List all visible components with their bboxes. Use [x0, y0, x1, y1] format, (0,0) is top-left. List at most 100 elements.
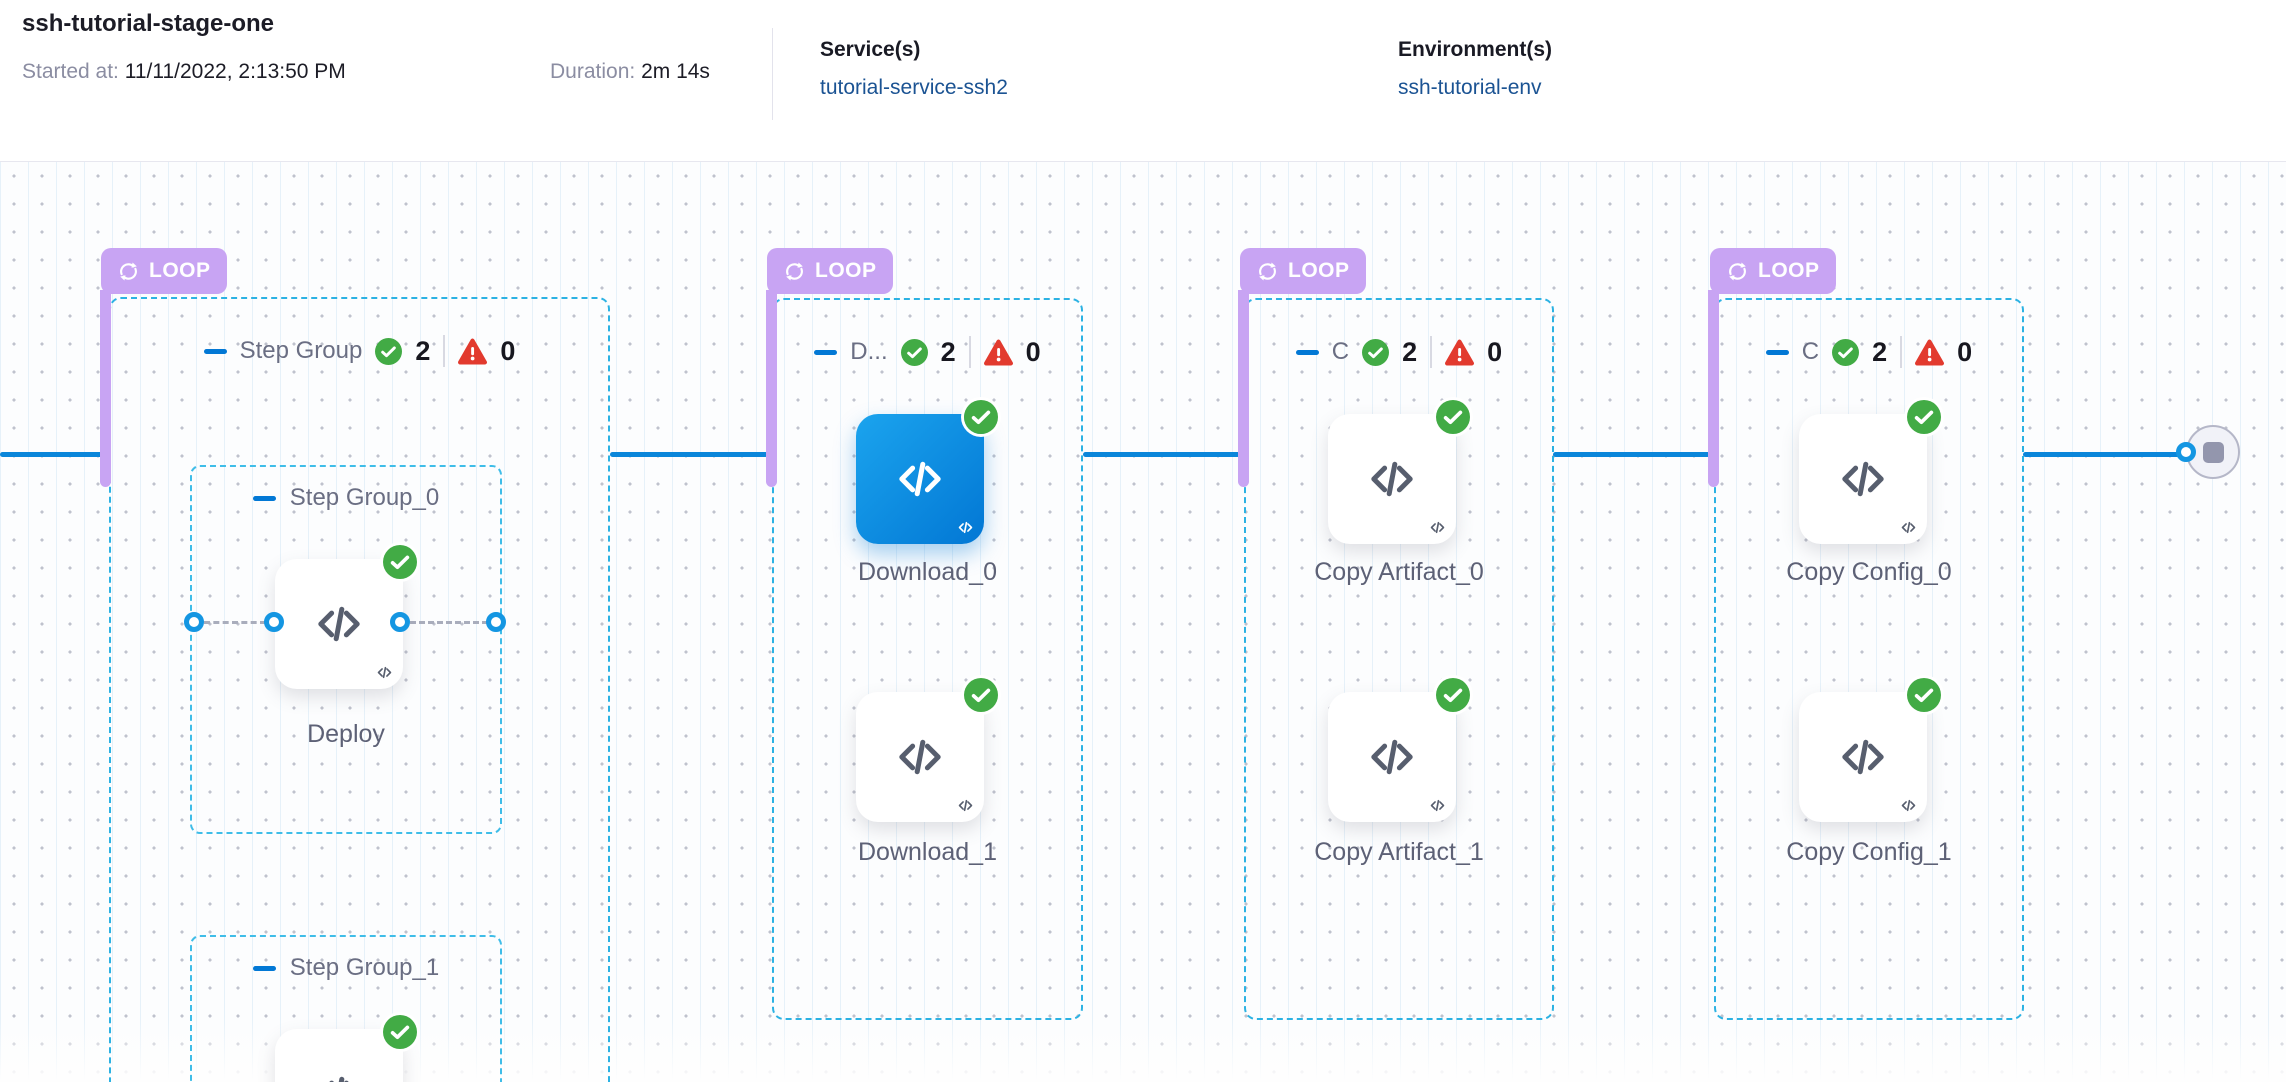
- step-node[interactable]: [275, 1015, 417, 1082]
- warning-icon: [1915, 339, 1945, 365]
- collapse-icon[interactable]: [252, 495, 276, 501]
- code-icon-slot: [894, 453, 946, 505]
- port-handle: [264, 612, 284, 632]
- collapse-icon[interactable]: [1295, 349, 1319, 355]
- service-link[interactable]: tutorial-service-ssh2: [820, 76, 1008, 99]
- inner-step-group[interactable]: Step Group_0 Depl: [184, 465, 506, 834]
- step-node-copy-artifact-1[interactable]: [1328, 678, 1470, 822]
- check-icon: [1436, 400, 1470, 434]
- check-icon: [900, 338, 928, 366]
- success-badge: [1436, 678, 1470, 712]
- collapse-icon[interactable]: [203, 348, 227, 354]
- step-node-deploy[interactable]: [275, 545, 417, 689]
- code-icon: [318, 606, 360, 642]
- check-icon: [383, 1015, 417, 1049]
- loop-bar: [1238, 290, 1249, 487]
- port-handle: [390, 612, 410, 632]
- code-icon-slot: [313, 598, 365, 650]
- check-icon: [1362, 338, 1390, 366]
- count-divider: [1430, 336, 1433, 368]
- pipeline-canvas[interactable]: LOOP Step Group 2 0 Step Group_0: [0, 162, 2286, 1082]
- duration-value: 2m 14s: [641, 60, 710, 83]
- step-node-download-0[interactable]: [856, 400, 998, 544]
- environments-column: Environment(s) ssh-tutorial-env: [1398, 38, 1552, 100]
- step-group-container[interactable]: C 2 0: [1714, 298, 2024, 1020]
- loop-badge-label: LOOP: [149, 259, 211, 282]
- loop-badge: LOOP: [1710, 248, 1836, 294]
- code-icon: [377, 666, 392, 679]
- collapse-icon[interactable]: [252, 965, 276, 971]
- loop-badge-label: LOOP: [1288, 259, 1350, 282]
- check-icon: [1832, 338, 1860, 366]
- failed-count: 0: [1957, 336, 1973, 367]
- check-icon: [375, 337, 403, 365]
- inner-group-title: Step Group_0: [289, 484, 440, 511]
- step-node-copy-config-1[interactable]: [1799, 678, 1941, 822]
- loop-badge: LOOP: [101, 248, 227, 294]
- environments-label: Environment(s): [1398, 38, 1553, 61]
- collapse-icon[interactable]: [814, 349, 838, 355]
- group-title: C: [1331, 338, 1350, 365]
- success-badge: [1907, 400, 1941, 434]
- stop-icon: [2202, 441, 2224, 463]
- step-node-label: Copy Artifact_1: [1314, 838, 1484, 866]
- stage-title: ssh-tutorial-stage-one: [22, 10, 275, 37]
- inner-group-title: Step Group_1: [289, 954, 440, 981]
- loop-bar: [1708, 290, 1719, 487]
- code-icon-slot: [313, 1068, 365, 1082]
- group-title: C: [1801, 338, 1820, 365]
- count-divider: [968, 336, 971, 368]
- step-node-copy-config-0[interactable]: [1799, 400, 1941, 544]
- check-icon: [1436, 678, 1470, 712]
- group-header: D... 2 0: [774, 336, 1081, 368]
- failed-count: 0: [1487, 336, 1503, 367]
- loop-icon: [786, 261, 803, 281]
- loop-icon-slot: [1256, 260, 1279, 283]
- code-mini-icon-slot: [957, 797, 974, 814]
- environment-link[interactable]: ssh-tutorial-env: [1398, 76, 1542, 99]
- step-group-container[interactable]: D... 2 0: [772, 298, 1083, 1020]
- duration: Duration: 2m 14s: [550, 60, 710, 84]
- success-badge: [964, 678, 998, 712]
- header-divider: [772, 28, 773, 120]
- code-mini-icon-slot: [1900, 519, 1917, 536]
- code-mini-icon-slot: [1429, 519, 1446, 536]
- loop-icon-slot: [1726, 260, 1749, 283]
- flow-line-segment: [1083, 452, 1240, 457]
- failed-badge: [458, 338, 488, 365]
- failed-badge: [983, 339, 1013, 366]
- code-icon: [958, 799, 973, 812]
- code-icon: [1430, 799, 1445, 812]
- success-badge: [1436, 400, 1470, 434]
- step-node-download-1[interactable]: [856, 678, 998, 822]
- code-icon: [1842, 461, 1884, 497]
- step-node-copy-artifact-0[interactable]: [1328, 400, 1470, 544]
- inner-step-group[interactable]: Step Group_1: [190, 935, 502, 1082]
- code-mini-icon-slot: [1429, 797, 1446, 814]
- success-badge: [1362, 338, 1390, 366]
- loop-icon-slot: [783, 260, 806, 283]
- check-icon: [964, 678, 998, 712]
- port-handle: [184, 612, 204, 632]
- check-icon: [964, 400, 998, 434]
- group-title: Step Group: [239, 337, 363, 364]
- connector-dashed: [204, 621, 266, 624]
- step-node-label: Copy Config_0: [1786, 558, 1952, 586]
- step-group-container[interactable]: Step Group 2 0 Step Group_0: [109, 297, 610, 1082]
- started-label: Started at:: [22, 60, 119, 83]
- success-badge: [383, 545, 417, 579]
- code-icon-slot: [1837, 731, 1889, 783]
- group-header: C 2 0: [1716, 336, 2022, 368]
- collapse-icon[interactable]: [1765, 349, 1789, 355]
- success-count: 2: [940, 336, 956, 367]
- flow-line-segment: [0, 452, 104, 457]
- check-icon: [1907, 400, 1941, 434]
- port-handle: [486, 612, 506, 632]
- step-group-container[interactable]: C 2 0: [1244, 298, 1554, 1020]
- loop-icon-slot: [117, 260, 140, 283]
- code-icon: [1371, 739, 1413, 775]
- check-icon: [1907, 678, 1941, 712]
- code-icon: [1371, 461, 1413, 497]
- code-icon: [1901, 521, 1916, 534]
